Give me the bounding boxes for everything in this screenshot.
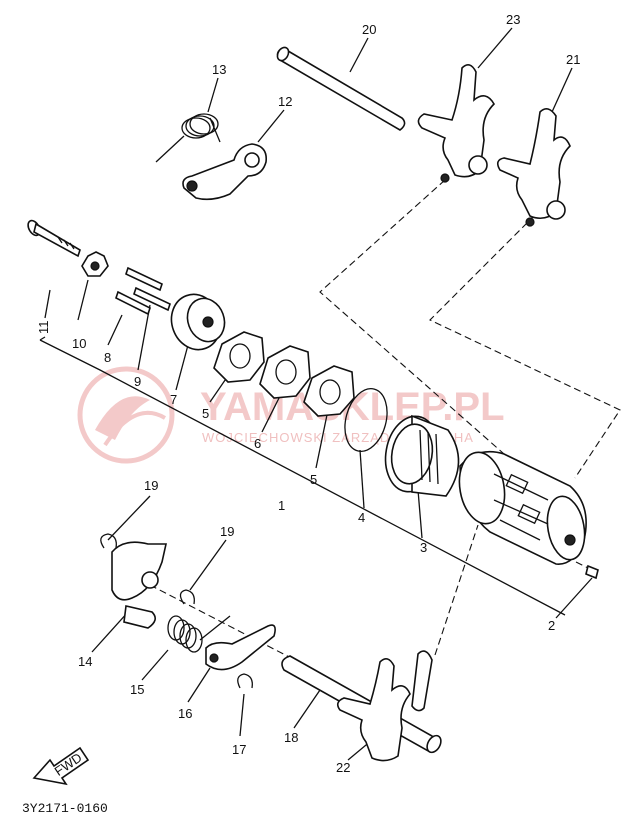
callout-4: 4 [358, 510, 365, 525]
alignment-dashes [149, 179, 621, 661]
callout-19b: 19 [220, 524, 234, 539]
fwd-arrow-icon: FWD [32, 746, 90, 786]
spring-15 [167, 615, 231, 653]
shift-fork-guide-bar [276, 46, 406, 131]
shift-fork-22 [336, 650, 433, 762]
stopper-lever-12 [182, 143, 268, 201]
callout-14: 14 [78, 654, 92, 669]
callout-10: 10 [72, 336, 86, 351]
callout-17: 17 [232, 742, 246, 757]
callout-7: 7 [170, 392, 177, 407]
pawl-plate-16 [205, 624, 276, 671]
plate-6 [259, 345, 311, 399]
callout-18: 18 [284, 730, 298, 745]
torsion-spring-13 [155, 113, 221, 163]
callout-13: 13 [212, 62, 226, 77]
callout-19a: 19 [144, 478, 158, 493]
callout-12: 12 [278, 94, 292, 109]
shift-drum-1 [458, 450, 587, 565]
callout-23: 23 [506, 12, 520, 27]
shift-fork-21 [496, 108, 571, 227]
plate-5b [303, 365, 355, 417]
callout-3: 3 [420, 540, 427, 555]
diagram-code: 3Y2171-0160 [22, 801, 108, 816]
callout-16: 16 [178, 706, 192, 721]
watermark-logo-icon [77, 366, 175, 464]
callout-2: 2 [548, 618, 555, 633]
shift-arm-14 [111, 541, 167, 629]
callout-20: 20 [362, 22, 376, 37]
callout-5a: 5 [202, 406, 209, 421]
callout-labels: 20 23 21 13 12 11 10 8 9 7 5 6 5 1 4 3 2… [36, 12, 580, 775]
callout-1: 1 [278, 498, 285, 513]
callout-8: 8 [104, 350, 111, 365]
circlip-17 [237, 673, 253, 689]
pins-8-9 [115, 266, 171, 316]
circlip-19b [179, 589, 195, 605]
callout-22: 22 [336, 760, 350, 775]
callout-9: 9 [134, 374, 141, 389]
circlip-19a [100, 533, 117, 549]
callout-6: 6 [254, 436, 261, 451]
shift-cam-7 [170, 293, 226, 351]
plate-5a [213, 331, 265, 383]
bearing-3 [384, 414, 460, 497]
bolt-11 [27, 219, 81, 258]
callout-11: 11 [36, 321, 51, 335]
callout-15: 15 [130, 682, 144, 697]
shift-fork-23 [417, 64, 495, 183]
segment-10 [81, 251, 109, 277]
pin-2 [585, 564, 599, 580]
leader-lines [39, 27, 593, 761]
circlip-4 [344, 388, 388, 452]
callout-21: 21 [566, 52, 580, 67]
callout-5b: 5 [310, 472, 317, 487]
